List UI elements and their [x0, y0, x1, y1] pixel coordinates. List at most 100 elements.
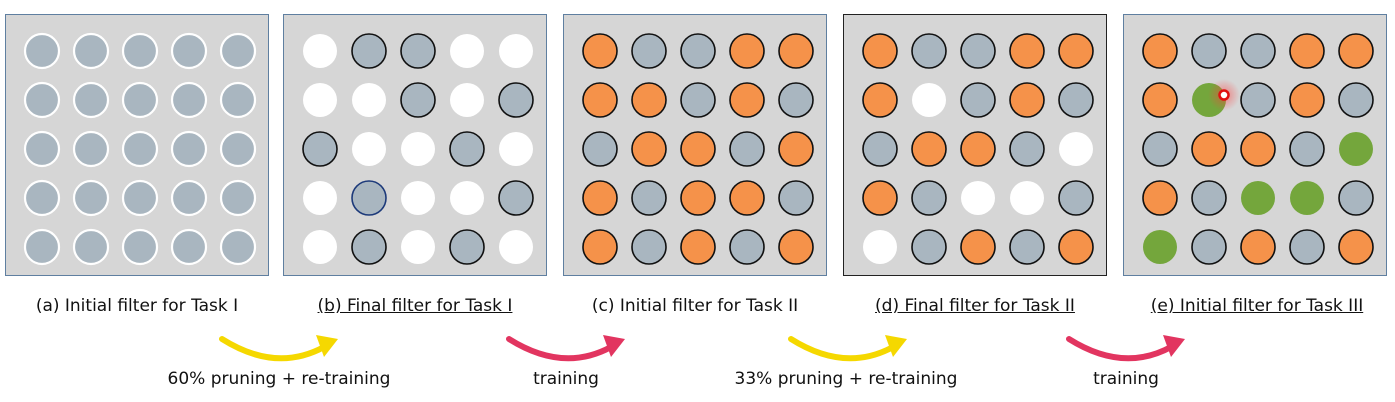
weight-cell [1240, 82, 1276, 118]
weight-cell [862, 131, 898, 167]
highlight-marker-icon [1218, 89, 1230, 101]
weight-cell [911, 180, 947, 216]
weight-cell [170, 228, 208, 266]
pruned-cell [303, 34, 337, 68]
weight-cell [72, 228, 110, 266]
weight-cell [582, 131, 618, 167]
task2-weight-cell [1009, 82, 1045, 118]
weight-cell [1338, 180, 1374, 216]
weight-cell [400, 82, 436, 118]
task2-weight-cell [960, 229, 996, 265]
weight-cell [1058, 180, 1094, 216]
task3-weight-cell [1143, 230, 1177, 264]
weight-cell [911, 33, 947, 69]
filter-grid [302, 33, 534, 265]
task2-weight-cell [862, 33, 898, 69]
weight-cell [219, 179, 257, 217]
pruned-cell [303, 181, 337, 215]
weight-cell [631, 33, 667, 69]
weight-cell [729, 229, 765, 265]
task2-weight-cell [1142, 180, 1178, 216]
pruned-cell [352, 132, 386, 166]
weight-cell [1289, 131, 1325, 167]
task2-weight-cell [680, 229, 716, 265]
panel-task1-initial [5, 14, 269, 276]
weight-cell [72, 130, 110, 168]
weight-cell [23, 81, 61, 119]
weight-cell [1058, 82, 1094, 118]
pruned-cell [450, 181, 484, 215]
pruned-cell [401, 132, 435, 166]
pruned-cell [450, 34, 484, 68]
yellow-curved-arrow-icon [219, 335, 338, 362]
task2-weight-cell [680, 131, 716, 167]
pruned-cell [401, 181, 435, 215]
task2-weight-cell [862, 82, 898, 118]
task2-weight-cell [582, 229, 618, 265]
pruned-cell [401, 230, 435, 264]
task2-weight-cell [680, 180, 716, 216]
pruned-cell [961, 181, 995, 215]
task2-weight-cell [862, 180, 898, 216]
weight-cell [72, 81, 110, 119]
task2-weight-cell [582, 82, 618, 118]
task2-weight-cell [1142, 82, 1178, 118]
weight-cell [170, 130, 208, 168]
panel-task2-initial [563, 14, 827, 276]
weight-cell [960, 33, 996, 69]
weight-cell [170, 32, 208, 70]
weight-cell [1009, 131, 1045, 167]
pink-curved-arrow-icon [506, 335, 625, 362]
caption-d: (d) Final filter for Task II [875, 296, 1075, 316]
task2-weight-cell [778, 229, 814, 265]
task2-weight-cell [1009, 33, 1045, 69]
pruned-cell [351, 180, 387, 216]
weight-cell [219, 228, 257, 266]
weight-cell [449, 131, 485, 167]
weight-cell [1338, 82, 1374, 118]
weight-cell [23, 32, 61, 70]
task2-weight-cell [729, 33, 765, 69]
weight-cell [121, 130, 159, 168]
caption-e: (e) Initial filter for Task III [1150, 296, 1364, 316]
weight-cell [121, 32, 159, 70]
weight-cell [1289, 229, 1325, 265]
task2-weight-cell [729, 180, 765, 216]
pruned-cell [352, 83, 386, 117]
task2-weight-cell [582, 180, 618, 216]
weight-cell [121, 228, 159, 266]
task2-weight-cell [1191, 131, 1227, 167]
yellow-curved-arrow-icon [788, 335, 907, 362]
task2-weight-cell [1338, 229, 1374, 265]
weight-cell [911, 229, 947, 265]
task2-weight-cell [582, 33, 618, 69]
filter-grid [582, 33, 814, 265]
pruned-cell [499, 34, 533, 68]
task2-weight-cell [1240, 229, 1276, 265]
task2-weight-cell [778, 33, 814, 69]
panel-task3-initial [1123, 14, 1387, 276]
task2-weight-cell [631, 131, 667, 167]
task2-weight-cell [1058, 33, 1094, 69]
weight-cell [680, 33, 716, 69]
task2-weight-cell [1289, 82, 1325, 118]
pruned-cell [303, 83, 337, 117]
weight-cell [498, 82, 534, 118]
step-label-3: 33% pruning + re-training [734, 369, 958, 389]
weight-cell [1009, 229, 1045, 265]
weight-cell [631, 180, 667, 216]
weight-cell [23, 179, 61, 217]
weight-cell [351, 33, 387, 69]
weight-cell [121, 179, 159, 217]
filter-grid [862, 33, 1094, 265]
weight-cell [121, 81, 159, 119]
weight-cell [72, 32, 110, 70]
weight-cell [72, 179, 110, 217]
weight-cell [1191, 180, 1227, 216]
step-label-1: 60% pruning + re-training [167, 369, 391, 389]
panel-task1-final [283, 14, 547, 276]
pruned-cell [499, 132, 533, 166]
weight-cell [631, 229, 667, 265]
caption-a: (a) Initial filter for Task I [35, 296, 239, 316]
weight-cell [449, 229, 485, 265]
